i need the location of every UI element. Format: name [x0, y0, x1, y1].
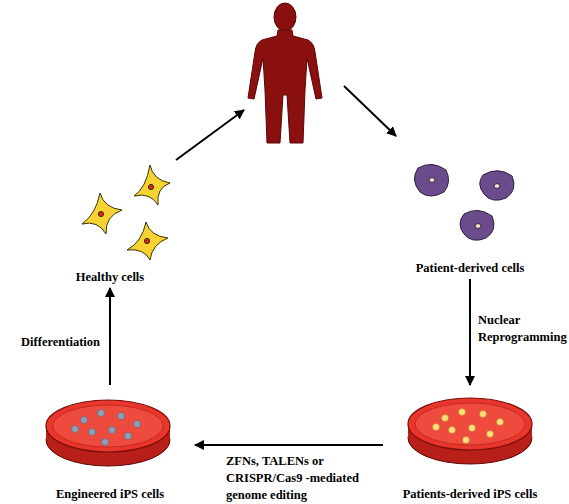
process-arrow	[109, 288, 111, 385]
arrow-line	[344, 86, 396, 136]
patient-cells	[414, 164, 514, 240]
human-figure	[248, 3, 322, 143]
node-label: Engineered iPS cells	[56, 486, 164, 502]
culture-dish: Patients-derived iPS cells	[386, 388, 554, 502]
edge-label: Differentiation	[14, 334, 100, 351]
edge-label: Nuclear Reprogramming	[478, 312, 569, 346]
node-label: Healthy cells	[76, 269, 144, 285]
edge-label: ZFNs, TALENs or CRISPR/Cas9 -mediated ge…	[226, 453, 376, 504]
culture-dish	[46, 400, 170, 466]
arrow-line	[176, 110, 244, 160]
cell-group: Healthy cells	[40, 152, 180, 285]
node-label: Patient-derived cells	[416, 260, 525, 276]
node-label: Patients-derived iPS cells	[403, 486, 538, 502]
culture-dish	[408, 398, 532, 464]
healthy-cells	[82, 165, 170, 260]
process-arrow	[469, 279, 471, 385]
cell-group: Patient-derived cells	[400, 156, 540, 276]
culture-dish: Engineered iPS cells	[28, 388, 192, 502]
process-arrow	[195, 444, 383, 446]
